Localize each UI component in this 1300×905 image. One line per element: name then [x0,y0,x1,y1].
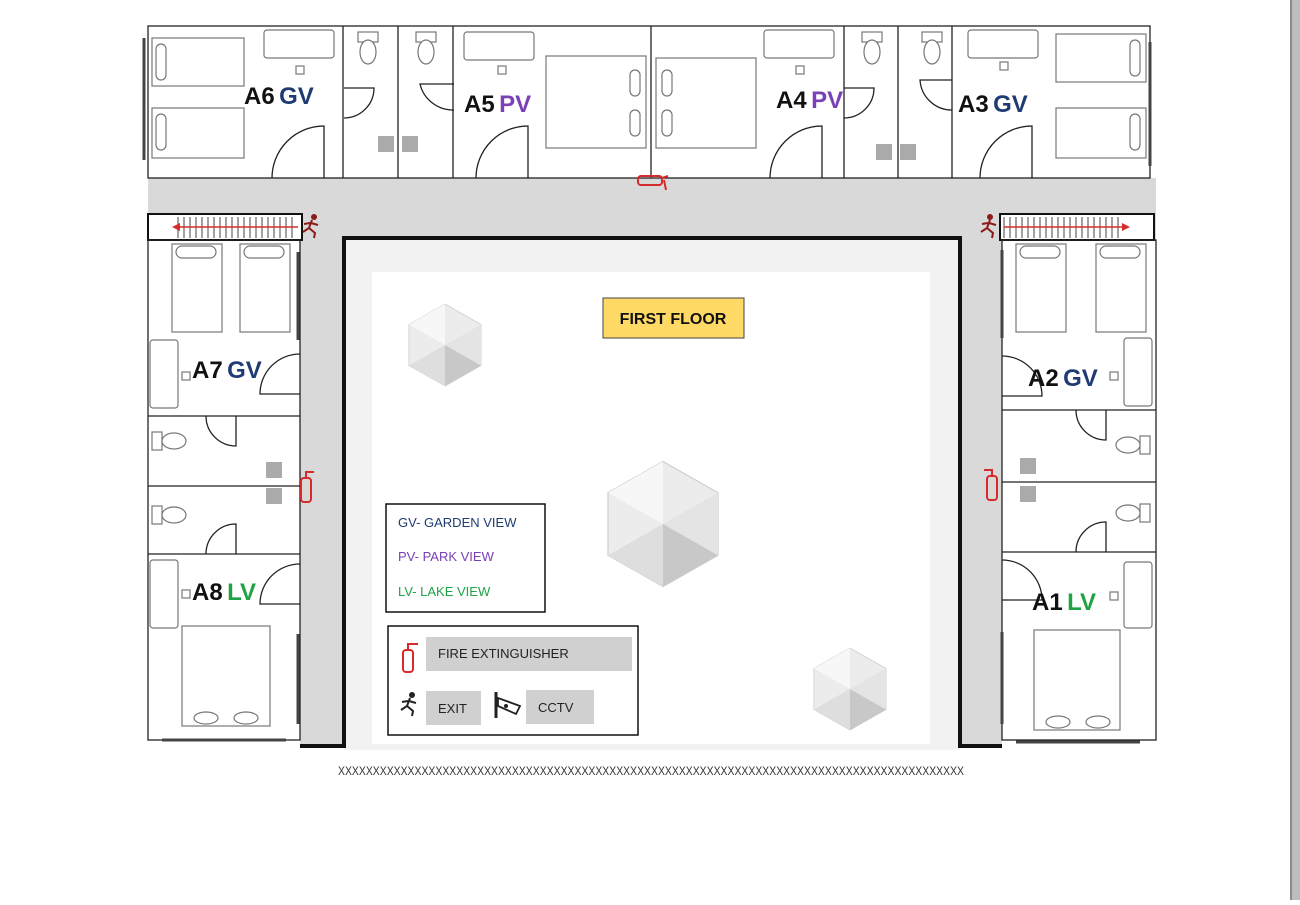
bed-icon [151,37,245,87]
fire-extinguisher-icon [402,643,418,673]
toilet-icon [357,31,379,65]
hexagon-ornament [607,460,719,588]
room-view: GV [279,83,314,110]
svg-text:A1 LV: A1 LV [1032,589,1096,616]
svg-text:A3 GV: A3 GV [958,91,1028,118]
room-labels: A6 GV A5 PV A4 PV A3 GV A7 GV A2 GV A8 L… [192,83,1098,616]
room-view: LV [227,579,256,606]
room-code: A2 [1028,365,1059,392]
left-corridor [300,238,344,746]
room-view: LV [1067,589,1096,616]
sink-icon [967,29,1039,59]
room-view: PV [811,87,843,114]
right-corridor [960,238,1002,746]
legend-exit: EXIT [438,701,467,716]
svg-text:A8 LV: A8 LV [192,579,256,606]
sink-icon [1123,561,1153,629]
toilet-icon [921,31,943,65]
hexagon-ornament [408,303,482,387]
svg-text:A5 PV: A5 PV [464,91,531,118]
corridors [148,178,1156,746]
sink-icon [149,559,179,629]
exit-icon [302,214,319,239]
toilet-icon [151,505,187,525]
legend-park-view: PV- PARK VIEW [398,549,495,564]
right-staircase [999,213,1155,241]
toilet-icon [1115,503,1151,523]
fence-marks: XXXXXXXXXXXXXXXXXXXXXXXXXXXXXXXXXXXXXXXX… [338,764,964,778]
legend-lake-view: LV- LAKE VIEW [398,584,491,599]
svg-text:A6 GV: A6 GV [244,83,314,110]
legend-garden-view: GV- GARDEN VIEW [398,515,517,530]
toilet-icon [861,31,883,65]
left-staircase [147,213,303,241]
sink-icon [763,29,835,59]
right-rooms [1000,239,1157,744]
bed-icon [655,57,757,149]
bed-icon [181,625,271,727]
fire-extinguisher-icon [637,175,669,191]
svg-text:A4 PV: A4 PV [776,87,843,114]
legend-fire-extinguisher: FIRE EXTINGUISHER [438,646,569,661]
floor-label-box: FIRST FLOOR [602,297,745,339]
sink-icon [149,339,179,409]
room-code: A7 [192,357,223,384]
shower-icon [378,136,394,152]
fire-extinguisher-icon [984,469,998,501]
top-rooms [142,25,1152,179]
toilet-icon [1115,435,1151,455]
cctv-icon [494,692,522,718]
bed-icon [239,243,291,333]
shower-icon [876,144,892,160]
room-view: GV [993,91,1028,118]
bed-icon [1095,243,1147,333]
shower-icon [1020,486,1036,502]
room-code: A8 [192,579,223,606]
symbol-legend: FIRE EXTINGUISHER EXIT CCTV [387,625,639,736]
room-code: A3 [958,91,989,118]
bed-icon [151,107,245,159]
room-code: A5 [464,91,495,118]
bed-icon [171,243,223,333]
shower-icon [900,144,916,160]
hexagon-ornament [813,647,887,731]
sink-icon [1123,337,1153,407]
toilet-icon [415,31,437,65]
shower-icon [266,462,282,478]
bed-icon [1033,629,1121,731]
view-legend: GV- GARDEN VIEW PV- PARK VIEW LV- LAKE V… [385,503,546,613]
exit-icon [980,214,997,239]
shower-icon [266,488,282,504]
shower-icon [402,136,418,152]
floor-label: FIRST FLOOR [620,311,727,328]
bed-icon [545,55,647,149]
legend-cctv: CCTV [538,700,574,715]
toilet-icon [151,431,187,451]
bed-icon [1015,243,1067,333]
fire-extinguisher-icon [300,471,314,503]
svg-text:A7 GV: A7 GV [192,357,262,384]
room-code: A1 [1032,589,1063,616]
room-view: GV [227,357,262,384]
page-edge [1290,0,1292,900]
scrollbar[interactable] [1292,0,1300,900]
left-rooms [147,239,301,742]
exit-icon [400,692,417,717]
svg-text:A2 GV: A2 GV [1028,365,1098,392]
room-view: PV [499,91,531,118]
sink-icon [263,29,335,59]
shower-icon [1020,458,1036,474]
room-view: GV [1063,365,1098,392]
sink-icon [463,31,535,61]
room-code: A4 [776,87,807,114]
room-code: A6 [244,83,275,110]
